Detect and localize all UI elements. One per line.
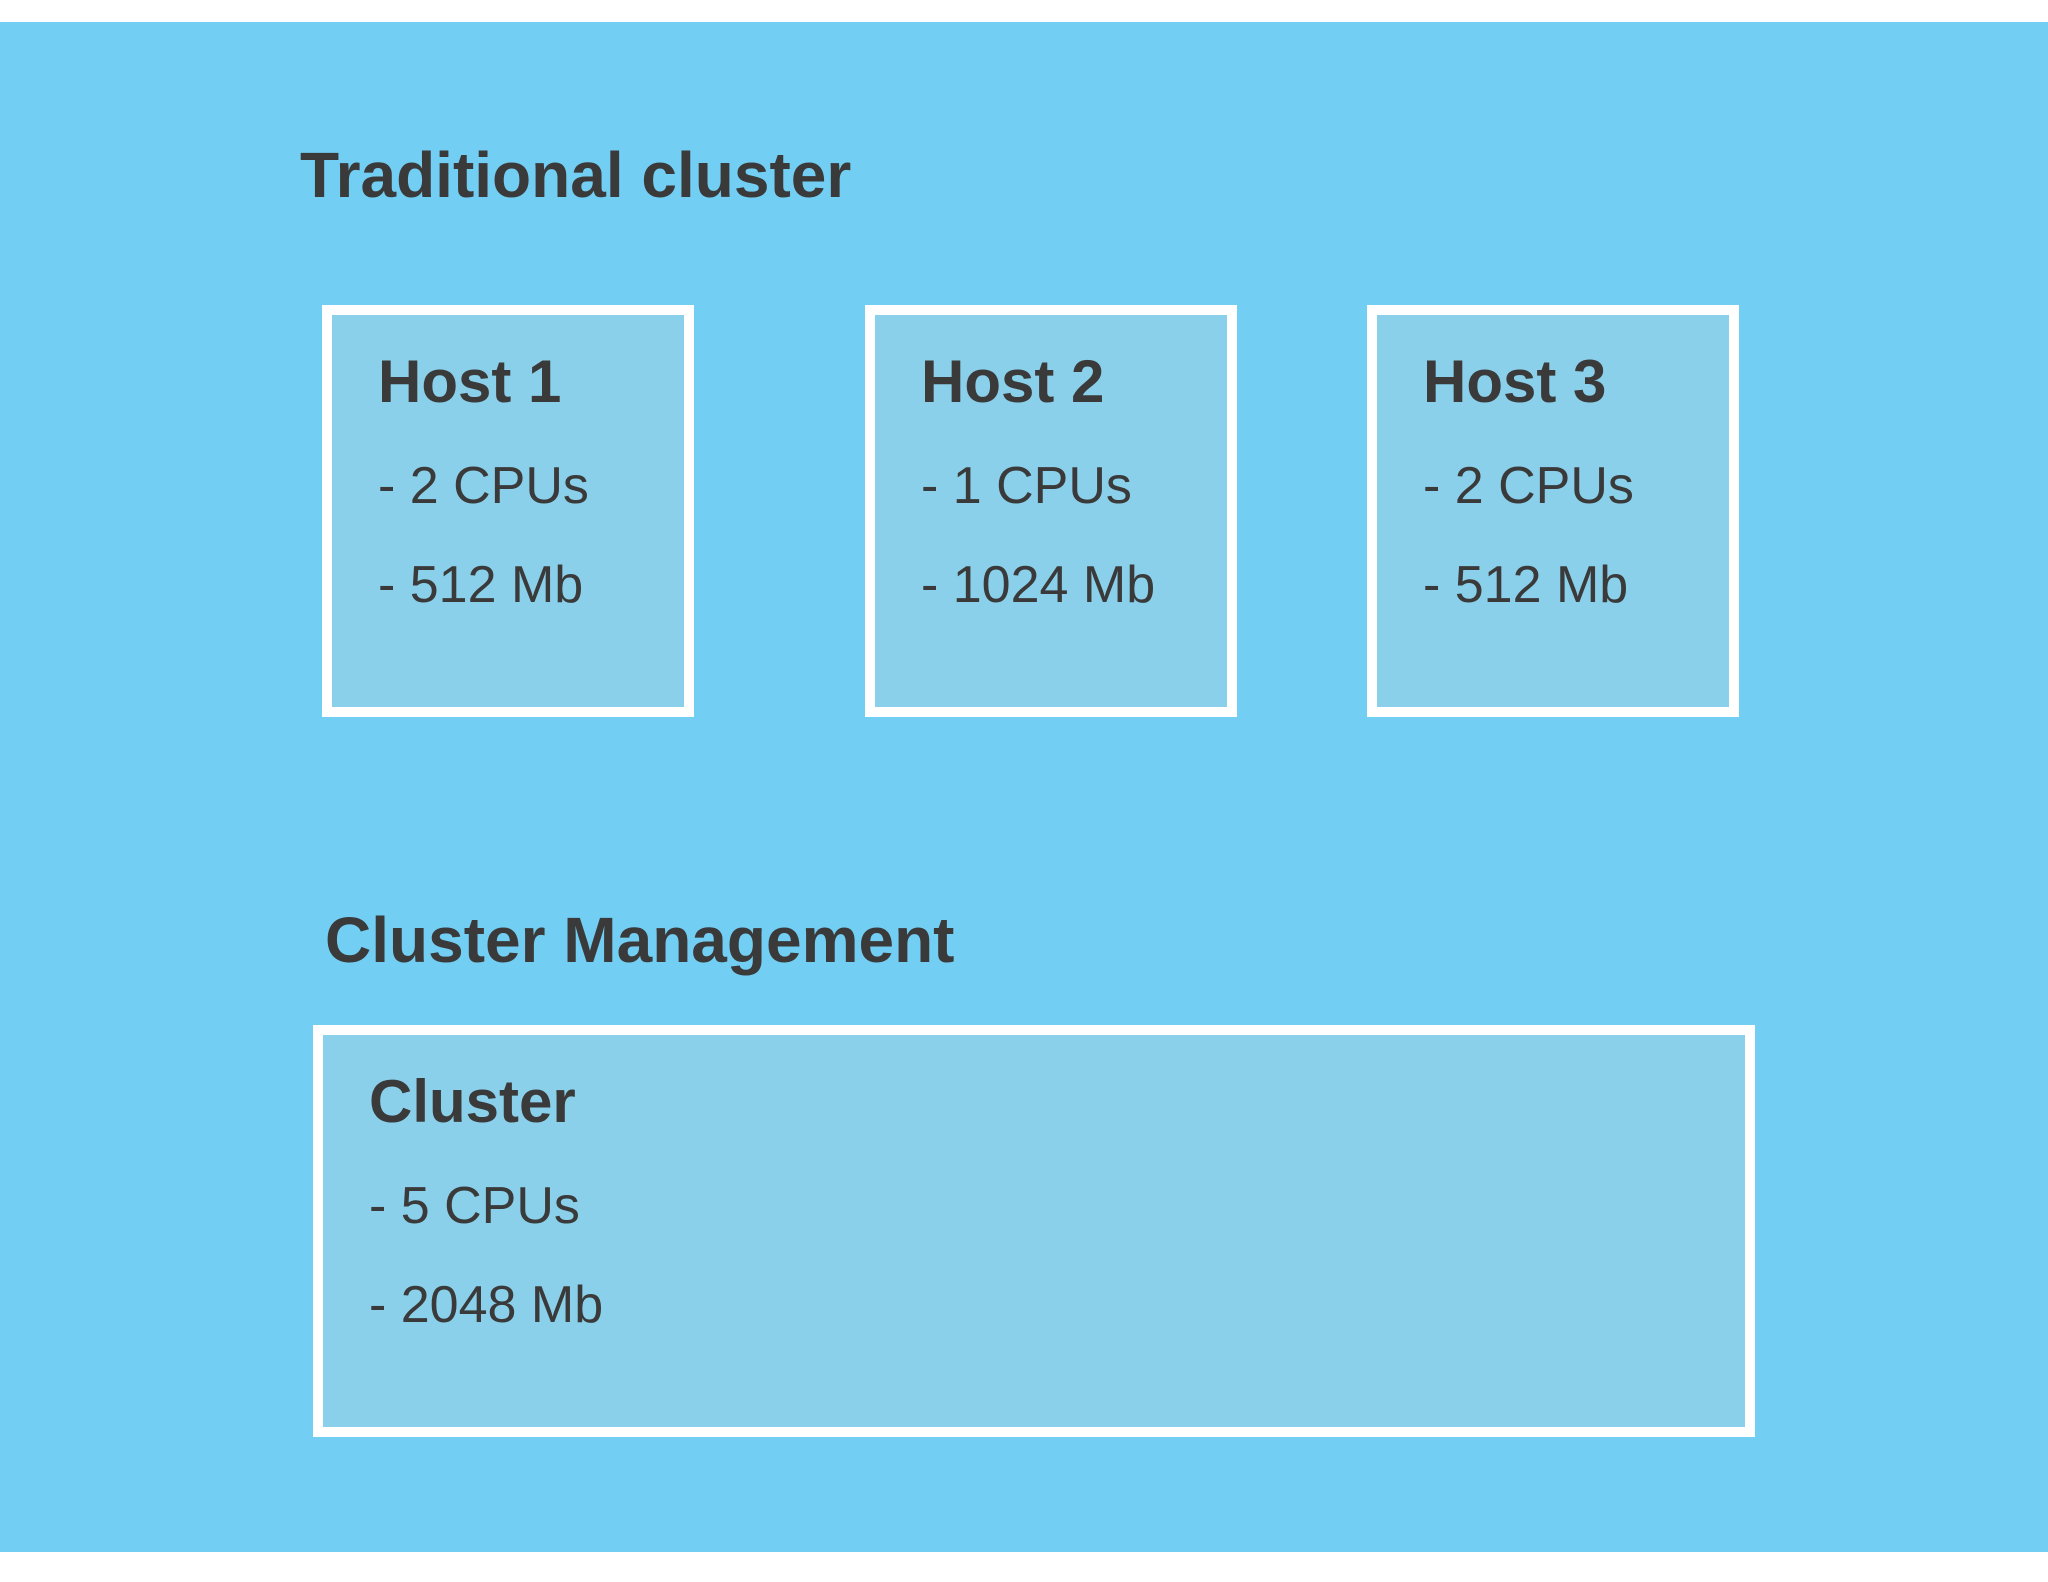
host-1-cpu-spec: - 2 CPUs (378, 457, 589, 515)
cluster-management-section-title: Cluster Management (325, 904, 955, 976)
host-3-cpu-spec: - 2 CPUs (1423, 457, 1634, 515)
cluster-title: Cluster (369, 1068, 576, 1135)
host-2-memory-spec: - 1024 Mb (921, 556, 1156, 615)
cluster-cpu-spec: - 5 CPUs (369, 1177, 580, 1235)
host-3-title: Host 3 (1423, 348, 1607, 415)
host-1-title: Host 1 (378, 348, 562, 415)
cluster-memory-spec: - 2048 Mb (369, 1276, 604, 1335)
host-2-title: Host 2 (921, 348, 1105, 415)
host-3-memory-spec: - 512 Mb (1423, 556, 1629, 615)
host-2-box: Host 2 - 1 CPUs - 1024 Mb (865, 305, 1237, 717)
host-2-cpu-spec: - 1 CPUs (921, 457, 1132, 515)
cluster-box: Cluster - 5 CPUs - 2048 Mb (313, 1025, 1755, 1437)
diagram-canvas: Traditional cluster Host 1 - 2 CPUs - 51… (0, 22, 2048, 1552)
traditional-cluster-section-title: Traditional cluster (300, 139, 852, 211)
host-1-box: Host 1 - 2 CPUs - 512 Mb (322, 305, 694, 717)
host-3-box: Host 3 - 2 CPUs - 512 Mb (1367, 305, 1739, 717)
host-1-memory-spec: - 512 Mb (378, 556, 584, 615)
